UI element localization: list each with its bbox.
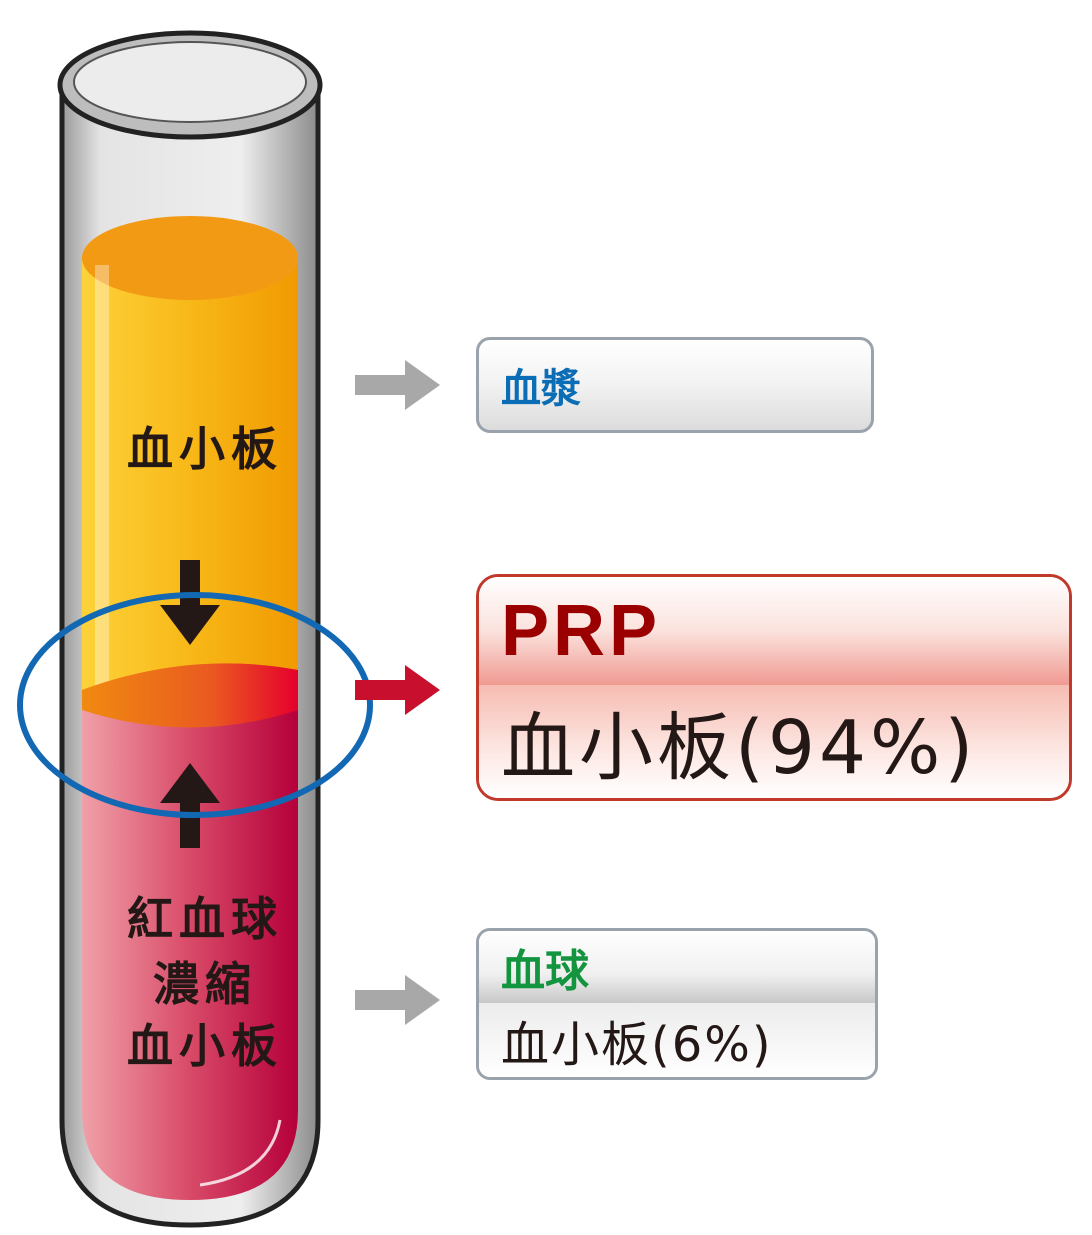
- prp-box: PRP 血小板(94%): [476, 574, 1072, 801]
- plasma-title: 血漿: [501, 366, 581, 412]
- red-cell-layer: [82, 700, 298, 1200]
- highlight-ring: [17, 592, 373, 818]
- lower-layer-label-2: 濃縮: [153, 957, 257, 1011]
- buffy-coat-band: [82, 663, 298, 728]
- blood-cells-platelet-percentage: 血小板(6%): [501, 1017, 773, 1073]
- right-arrow-icon: [355, 975, 440, 1025]
- blood-cells-title: 血球: [501, 946, 589, 997]
- right-arrow-icon: [355, 665, 440, 715]
- lower-layer-label-1: 紅血球: [127, 892, 283, 946]
- prp-title: PRP: [501, 591, 662, 671]
- prp-platelet-percentage: 血小板(94%): [501, 705, 978, 791]
- right-arrow-icon: [355, 360, 440, 410]
- blood-cells-box: 血球 血小板(6%): [476, 928, 878, 1080]
- lower-layer-label-3: 血小板: [127, 1019, 283, 1073]
- plasma-layer: [82, 258, 298, 690]
- plasma-box: 血漿: [476, 337, 874, 433]
- upper-layer-label: 血小板: [127, 422, 283, 476]
